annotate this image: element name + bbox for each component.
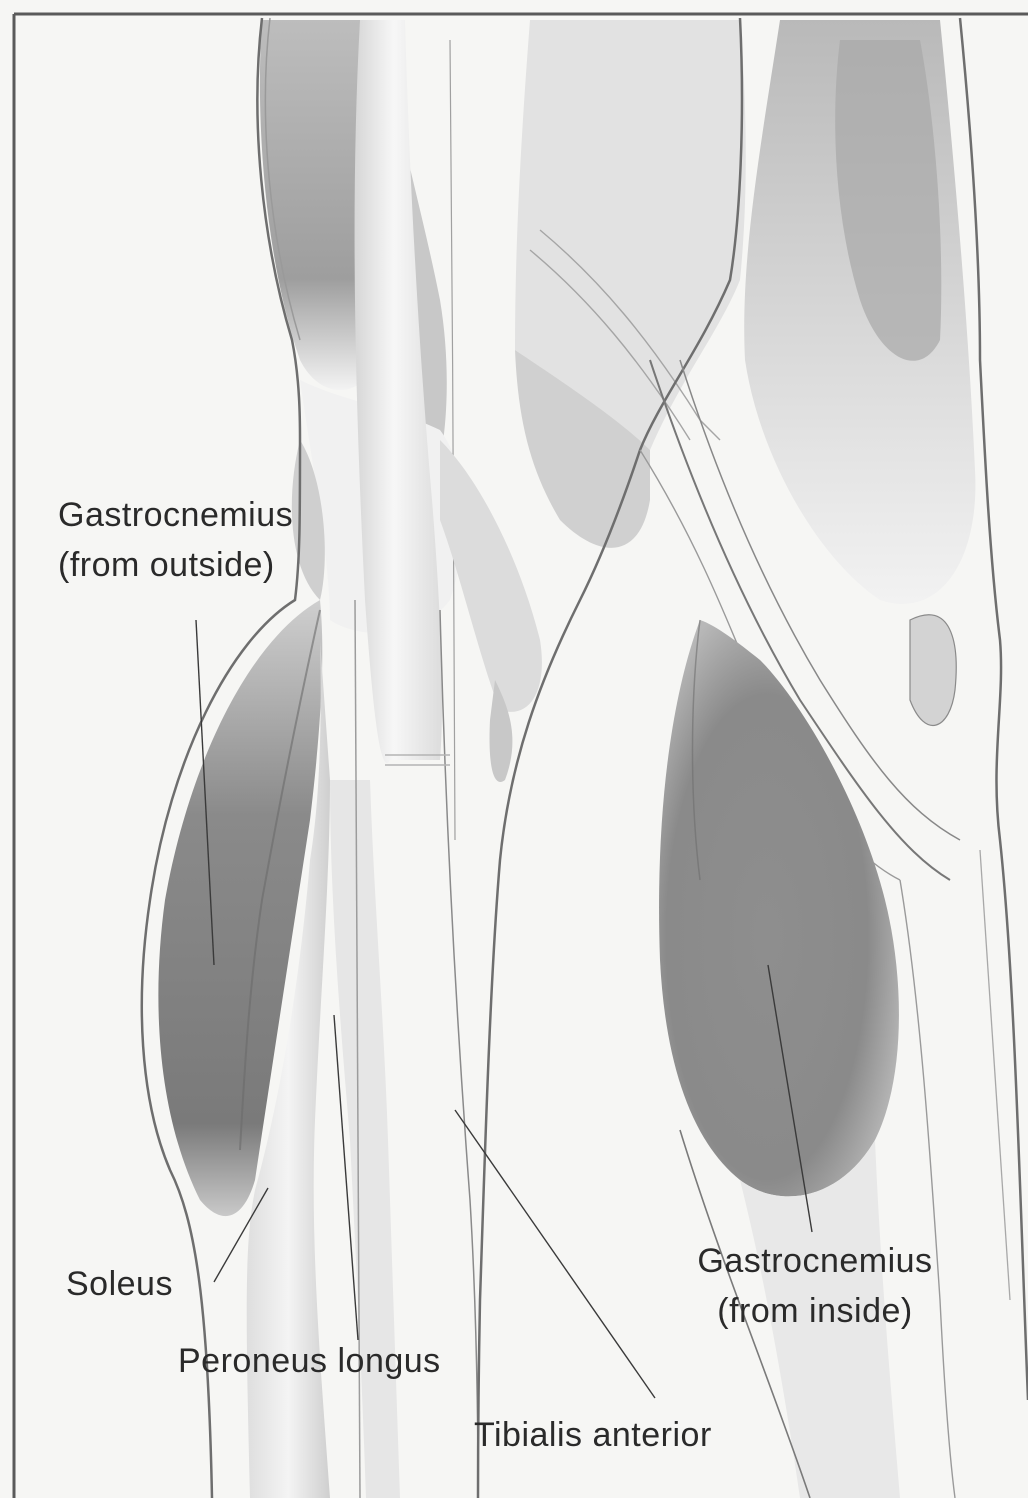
label-tibialis-anterior: Tibialis anterior (474, 1410, 712, 1460)
label-gastrocnemius-outside: Gastrocnemius (from outside) (58, 490, 293, 590)
label-peroneus-longus: Peroneus longus (178, 1336, 441, 1386)
label-gastrocnemius-outside-line2: (from outside) (58, 540, 293, 590)
label-gastrocnemius-inside: Gastrocnemius (from inside) (665, 1236, 965, 1336)
right-knee-medial-bump (910, 615, 956, 726)
label-gastrocnemius-inside-line1: Gastrocnemius (665, 1236, 965, 1286)
label-gastrocnemius-outside-line1: Gastrocnemius (58, 490, 293, 540)
label-soleus: Soleus (66, 1259, 173, 1309)
label-gastrocnemius-inside-line2: (from inside) (665, 1286, 965, 1336)
